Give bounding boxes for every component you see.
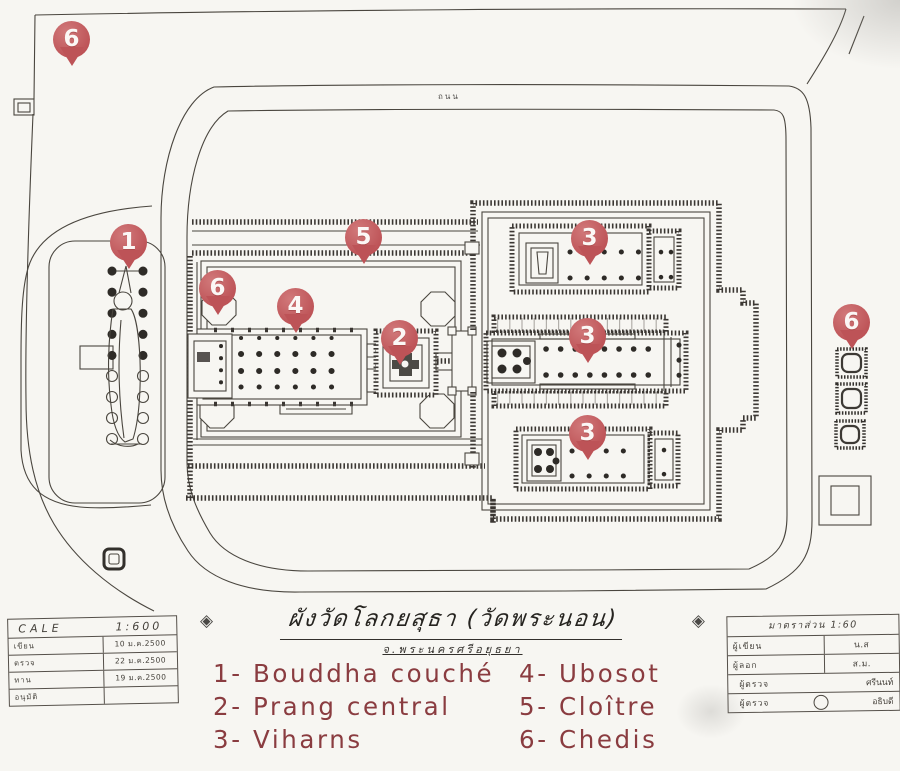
marker-number: 3	[579, 323, 596, 349]
marker-number: 6	[63, 26, 80, 52]
marker-number: 4	[287, 293, 304, 319]
cloister	[186, 219, 496, 524]
legend-item: 1- Bouddha couché	[213, 659, 495, 688]
title-row: ◈ ผังวัดโลกยสุธา (วัดพระนอน) ◈	[200, 601, 705, 640]
legend-item: 5- Cloître	[519, 692, 658, 721]
map-marker: 3	[569, 415, 606, 460]
diamond-ornament-icon: ◈	[200, 610, 214, 631]
map-marker: 3	[569, 318, 606, 363]
site-boundary	[13, 8, 865, 612]
plan-subtitle: จ.พระนครศรีอยุธยา	[200, 640, 705, 658]
legend-column-right: 4- Ubosot 5- Cloître 6- Chedis	[519, 657, 660, 756]
reclining-buddha-figure	[107, 265, 141, 447]
marker-number: 6	[843, 309, 860, 335]
map-marker: 4	[277, 288, 314, 333]
legend-column-left: 1- Bouddha couché 2- Prang central 3- Vi…	[213, 657, 494, 756]
road-label: ถนน	[438, 92, 460, 101]
buddha-platform	[20, 205, 166, 571]
marker-number: 3	[581, 225, 598, 251]
map-marker: 6	[199, 270, 236, 315]
map-marker: 1	[110, 224, 147, 269]
marker-number: 2	[391, 325, 408, 351]
marker-number: 5	[355, 224, 372, 250]
map-marker: 5	[345, 219, 382, 264]
marker-number: 1	[120, 229, 137, 255]
map-marker: 3	[571, 220, 608, 265]
legend-item: 2- Prang central	[213, 692, 451, 721]
marker-number: 6	[209, 275, 226, 301]
diamond-ornament-icon: ◈	[691, 610, 705, 631]
legend-item: 4- Ubosot	[519, 659, 661, 688]
marker-number: 3	[579, 420, 596, 446]
map-marker: 6	[833, 304, 870, 349]
legend-item: 6- Chedis	[519, 725, 658, 754]
plan-subtitle-text: จ.พระนครศรีอยุธยา	[382, 643, 523, 656]
square-platform	[818, 475, 872, 526]
legend-item: 3- Viharns	[213, 725, 363, 754]
small-pavilion	[102, 547, 126, 571]
map-marker: 6	[53, 21, 90, 66]
map-marker: 2	[381, 320, 418, 365]
chedi-east-row	[818, 347, 872, 526]
ubosot-building	[187, 327, 396, 415]
viharn-enclosure	[464, 200, 759, 522]
